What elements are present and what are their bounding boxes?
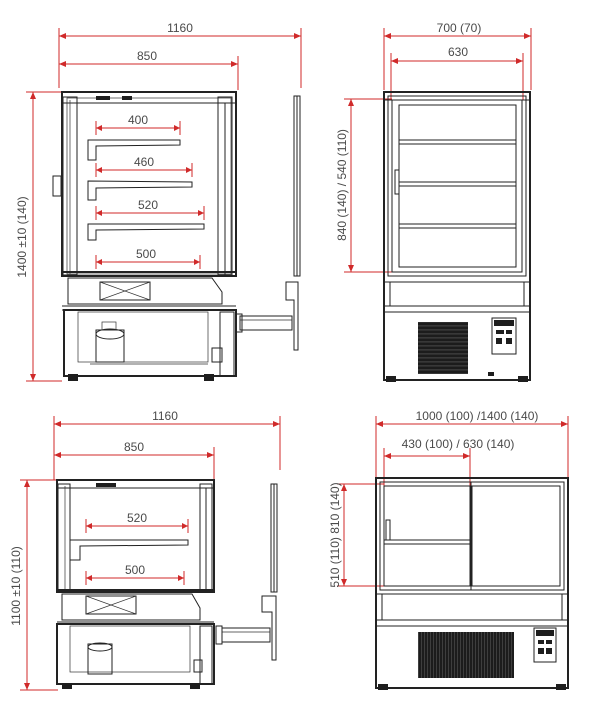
shelf-2 <box>87 180 193 201</box>
dim-overall-width-bottom-side: 1160 <box>53 409 281 480</box>
shelf-3 <box>87 223 205 241</box>
shelf-1 <box>87 139 181 161</box>
vent-grille <box>418 322 468 374</box>
dim-label: 430 (100) / 630 (140) <box>402 437 515 451</box>
dim-label: 850 <box>137 49 157 63</box>
side-view-bottom: 1160 850 1100 ±10 (110) <box>9 409 281 691</box>
control-panel <box>491 317 517 355</box>
dim-height-top-side: 1400 ±10 (140) <box>15 91 62 382</box>
control-panel-bottom <box>533 627 557 663</box>
dim-label: 500 <box>136 247 156 261</box>
dim-body-width-bottom-side: 850 <box>54 440 215 480</box>
dim-label: 500 <box>125 563 145 577</box>
shelf-dim-520: 520 <box>95 198 205 220</box>
shelf-dim-400: 400 <box>95 113 181 135</box>
dim-label: 1160 <box>167 21 193 35</box>
dim-label: 400 <box>128 113 148 127</box>
dim-overall-width-top-front: 700 (70) <box>383 21 532 90</box>
dim-label: 700 (70) <box>437 21 482 35</box>
dim-label: 630 <box>448 45 468 59</box>
dim-glass-height-bottom-front: 510 (110) 810 (140) <box>328 482 384 588</box>
side-view-top: 1160 850 1400 ±10 (140) <box>15 21 302 382</box>
dim-label: 520 <box>127 511 147 525</box>
dim-body-width-top-side: 850 <box>59 49 239 90</box>
dim-label: 850 <box>124 440 144 454</box>
shelf-dim-500: 500 <box>95 247 201 269</box>
vent-grille-bottom <box>418 632 514 678</box>
dim-label: 1160 <box>152 409 178 423</box>
dim-label: 520 <box>138 198 158 212</box>
dim-inner-width-bottom-front: 430 (100) / 630 (140) <box>383 437 515 490</box>
dim-overall-width-bottom-front: 1000 (100) /1400 (140) <box>375 409 569 480</box>
dim-height-bottom-side: 1100 ±10 (110) <box>9 479 58 691</box>
dim-label: 460 <box>134 155 154 169</box>
dim-label: 1100 ±10 (110) <box>9 546 23 626</box>
dim-label: 1000 (100) /1400 (140) <box>416 409 539 423</box>
dim-label: 510 (110) 810 (140) <box>328 482 342 587</box>
front-view-bottom: 1000 (100) /1400 (140) 430 (100) / 630 (… <box>328 409 569 690</box>
shelf-dim-520-bottom: 520 <box>85 511 189 533</box>
dim-label: 1400 ±10 (140) <box>15 196 29 277</box>
shelf-dim-460: 460 <box>95 155 193 177</box>
shelf-dim-500-bottom: 500 <box>85 563 185 585</box>
dim-label: 840 (140) / 540 (110) <box>335 129 349 241</box>
front-view-top: 700 (70) 630 840 (140) / 540 (110) <box>335 21 532 382</box>
dim-overall-width-top-side: 1160 <box>58 21 302 88</box>
